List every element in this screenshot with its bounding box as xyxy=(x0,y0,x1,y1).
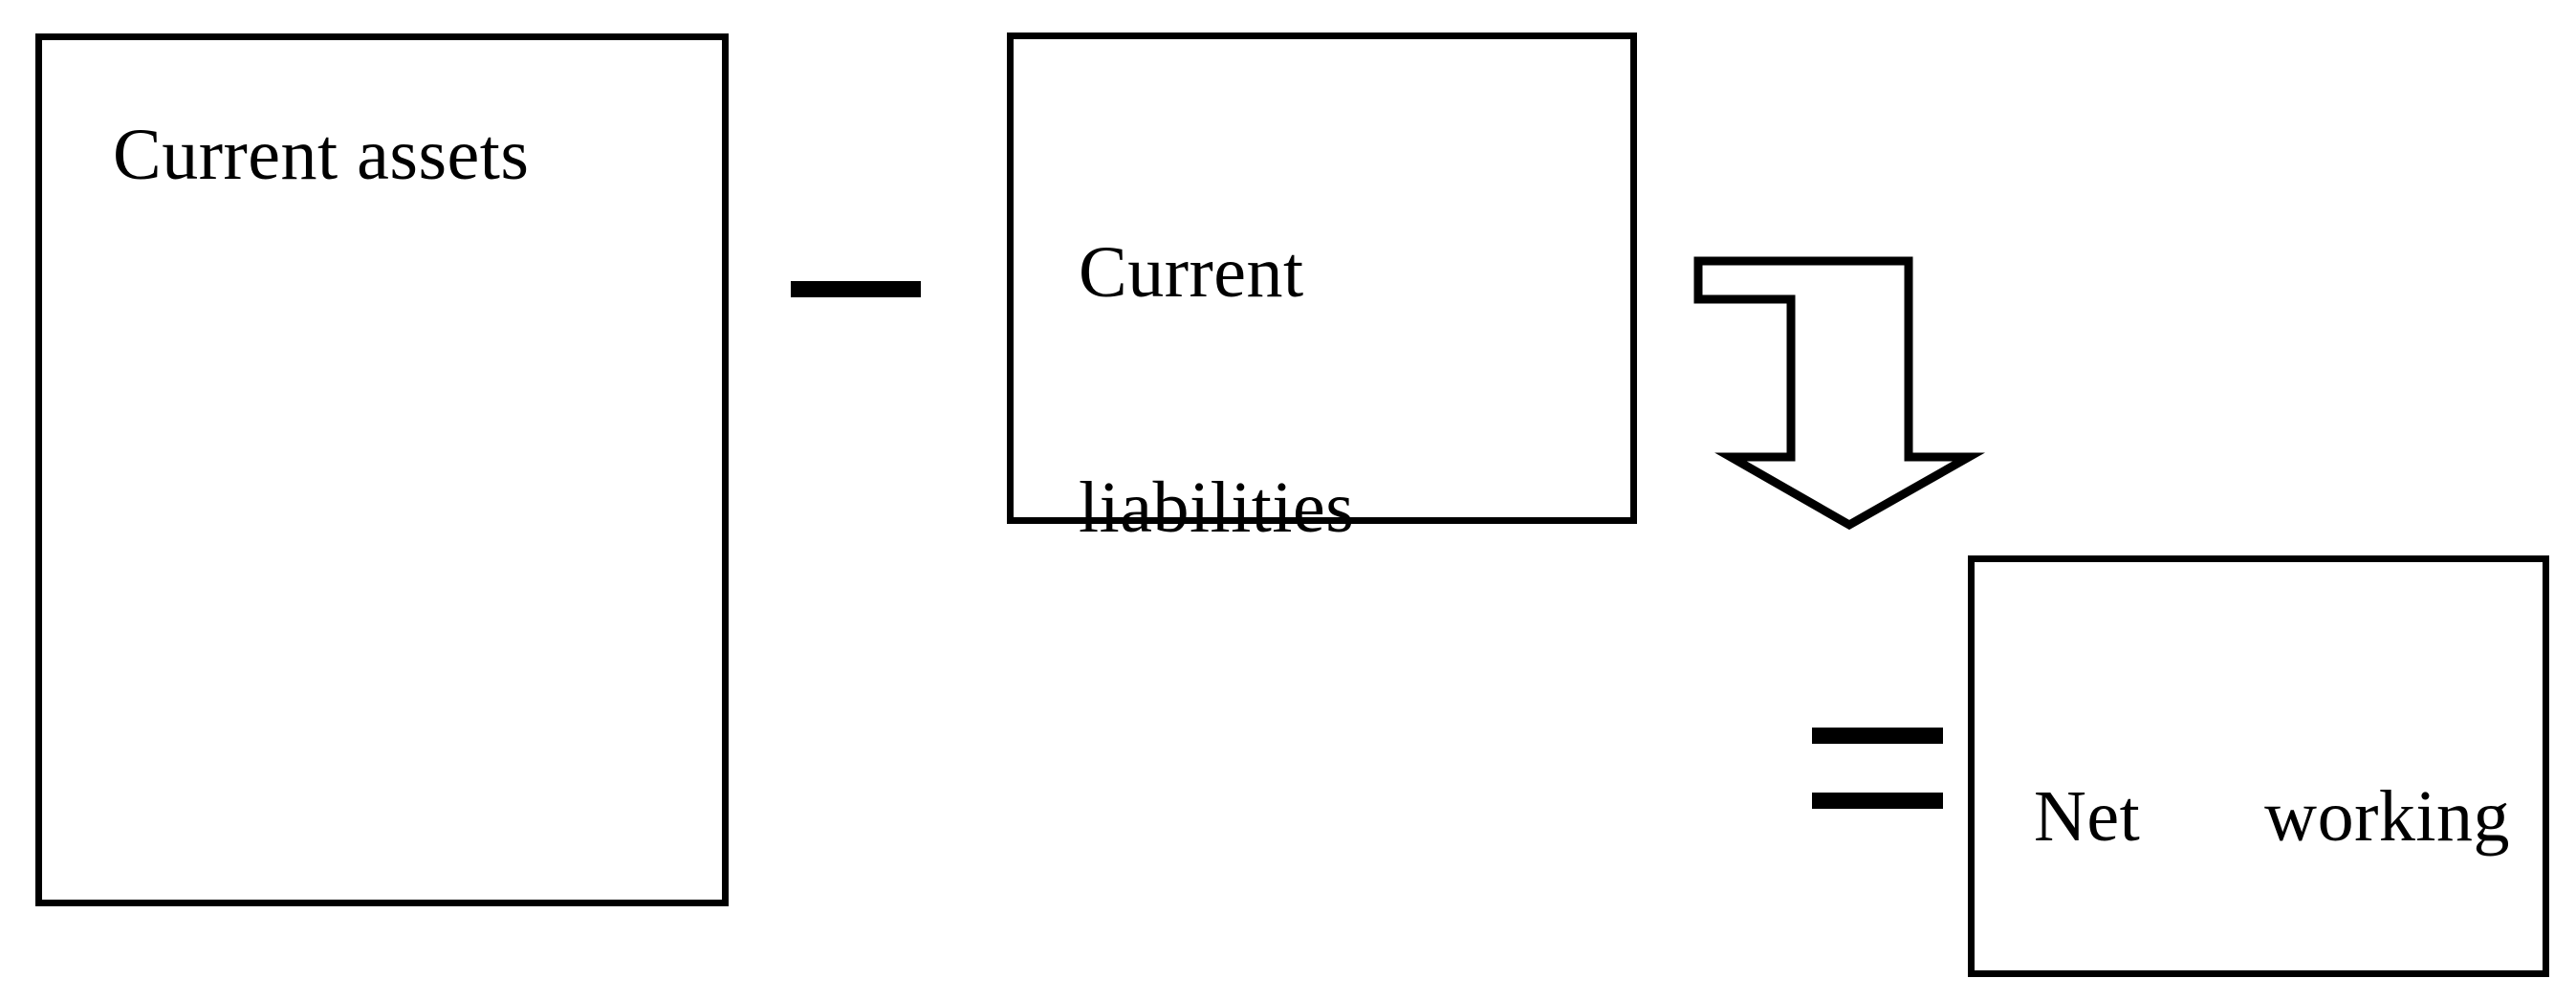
box-current-liabilities-line-1: Current xyxy=(1079,232,1304,314)
equals-bar-top xyxy=(1812,728,1943,744)
box-current-liabilities: Current liabilities xyxy=(1007,33,1637,548)
box-current-liabilities-label: Current liabilities xyxy=(1014,97,1630,685)
equals-bar-bottom xyxy=(1812,793,1943,809)
box-net-working-capital-line-1: Net working xyxy=(2034,776,2510,858)
box-current-liabilities-line-2: liabilities xyxy=(1079,467,1355,549)
box-current-assets-label: Current assets xyxy=(113,115,530,195)
box-net-working-capital-label: Net working capital xyxy=(1975,641,2543,1000)
elbow-arrow-icon xyxy=(1692,254,1986,532)
minus-bar xyxy=(791,281,921,297)
box-current-assets: Current assets xyxy=(35,33,729,906)
box-net-working-capital: Net working capital xyxy=(1968,555,2549,977)
minus-operator xyxy=(791,281,921,297)
box-net-working-capital-line-2: capital xyxy=(2034,993,2510,1000)
equals-operator xyxy=(1812,728,1943,809)
